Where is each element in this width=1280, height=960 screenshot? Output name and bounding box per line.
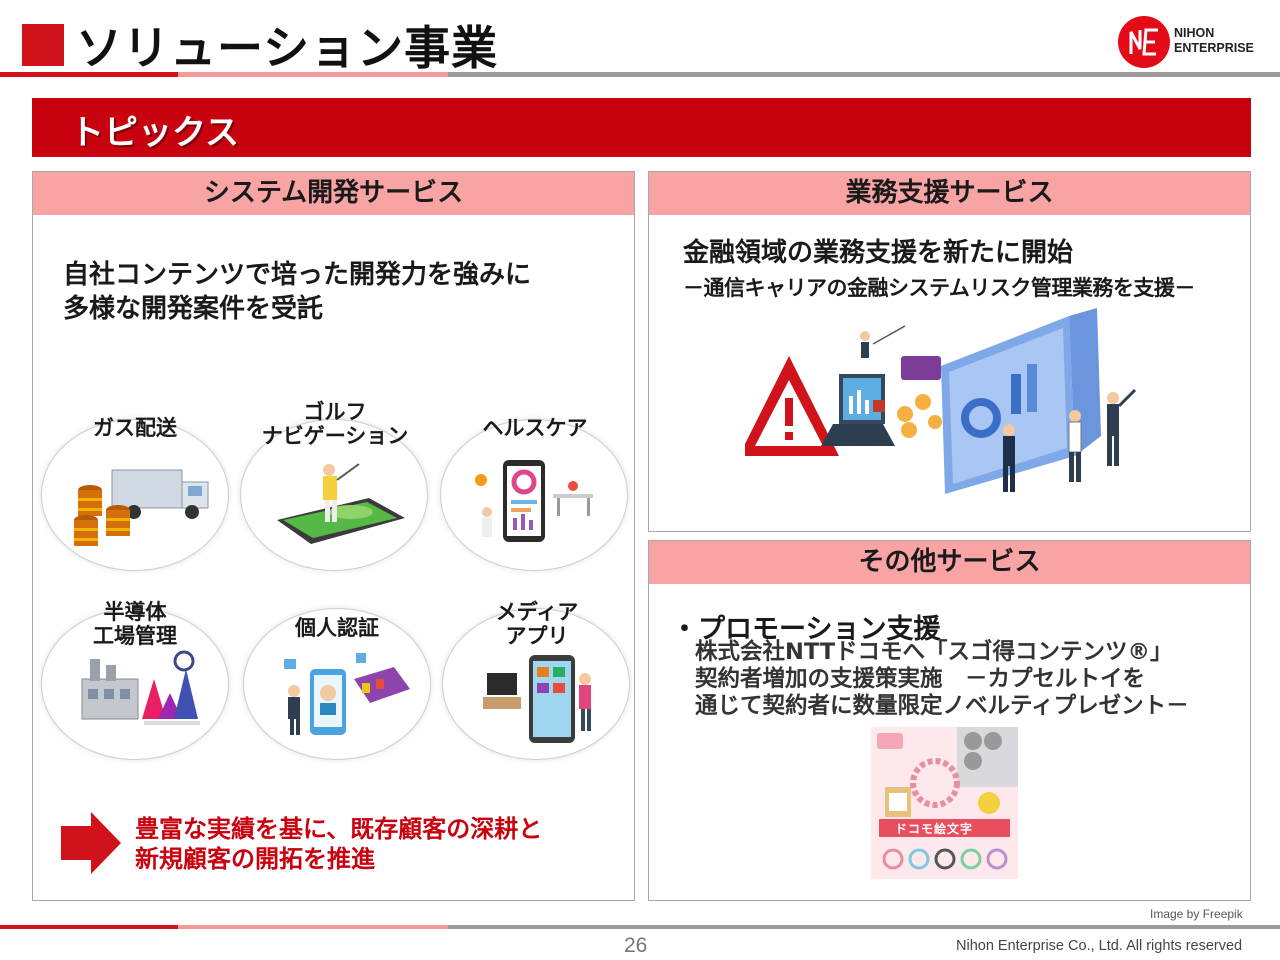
gas-delivery-illustration [41,419,229,571]
semiconductor-factory-illustration [41,608,229,760]
description-line-3: 通じて契約者に数量限定ノベルティプレゼント－ [695,693,1189,719]
promotion-support-bullet: ・プロモーション支援 [671,614,941,645]
company-logo: NIHON ENTERPRISE [1118,16,1268,70]
logo-line-1: NIHON [1174,26,1215,40]
category-line-1: メディア [495,600,579,624]
page-number: 26 [624,934,648,957]
business-support-heading: 業務支援サービス [649,172,1250,215]
risk-management-illustration [745,308,1137,494]
system-dev-heading: システム開発サービス [33,172,634,215]
topics-banner-label: トピックス [70,113,239,153]
category-golf-navigation: ゴルフ ナビゲーション [235,400,435,448]
category-line-2: アプリ [505,624,569,648]
system-dev-conclusion: 豊富な実績を基に、既存顧客の深耕と 新規顧客の開拓を推進 [135,814,542,874]
media-app-illustration [442,608,630,760]
category-authentication: 個人認証 [237,616,437,640]
description-line-1: 株式会社NTTドコモへ「スゴ得コンテンツ®」 [695,639,1173,665]
category-line-2: 工場管理 [93,624,177,648]
system-dev-lead: 自社コンテンツで培った開発力を強みに 多様な開発案件を受託 [63,258,531,326]
lead-line-1: 自社コンテンツで培った開発力を強みに [63,260,532,290]
healthcare-illustration [440,419,628,571]
arrow-right-icon [61,812,121,874]
business-support-title: 金融領域の業務支援を新たに開始 [683,238,1074,268]
other-services-panel: その他サービス ・プロモーション支援 株式会社NTTドコモへ「スゴ得コンテンツ®… [648,540,1251,901]
system-dev-panel: システム開発サービス 自社コンテンツで培った開発力を強みに 多様な開発案件を受託… [32,171,635,901]
logo-wordmark: NIHON ENTERPRISE [1174,26,1254,56]
other-services-heading: その他サービス [649,541,1250,584]
header-rule [0,72,1280,77]
poster-title-text: ドコモ絵文字 [895,822,974,836]
title-marker [22,24,64,66]
logo-mark-icon [1118,16,1170,68]
business-support-subtitle: －通信キャリアの金融システムリスク管理業務を支援－ [683,276,1195,300]
copyright-notice: Nihon Enterprise Co., Ltd. All rights re… [956,938,1243,954]
conclusion-line-2: 新規顧客の開拓を推進 [135,845,375,873]
category-semiconductor: 半導体 工場管理 [35,600,235,648]
category-line-1: ガス配送 [93,416,177,440]
description-line-2: 契約者増加の支援策実施 －カプセルトイを [695,666,1146,692]
footer-rule [0,925,1280,929]
category-line-1: ゴルフ [303,400,367,424]
promotion-support-description: 株式会社NTTドコモへ「スゴ得コンテンツ®」 契約者増加の支援策実施 －カプセル… [695,639,1189,720]
image-credit: Image by Freepik [1150,907,1243,921]
category-line-1: 個人認証 [295,616,379,640]
conclusion-line-1: 豊富な実績を基に、既存顧客の深耕と [135,815,543,843]
capsule-toy-poster-image: ドコモ絵文字 [871,727,1018,879]
category-media-app: メディア アプリ [437,600,637,648]
authentication-illustration [243,608,431,760]
logo-line-2: ENTERPRISE [1174,41,1254,55]
category-healthcare: ヘルスケア [435,416,635,440]
business-support-panel: 業務支援サービス 金融領域の業務支援を新たに開始 －通信キャリアの金融システムリ… [648,171,1251,532]
category-line-2: ナビゲーション [261,424,409,448]
category-gas-delivery: ガス配送 [35,416,235,440]
category-line-1: ヘルスケア [482,416,588,440]
topics-banner: トピックス [32,98,1251,157]
page-title: ソリューション事業 [76,21,499,75]
category-line-1: 半導体 [103,600,167,624]
lead-line-2: 多様な開発案件を受託 [63,294,324,324]
golf-navigation-illustration [240,419,428,571]
